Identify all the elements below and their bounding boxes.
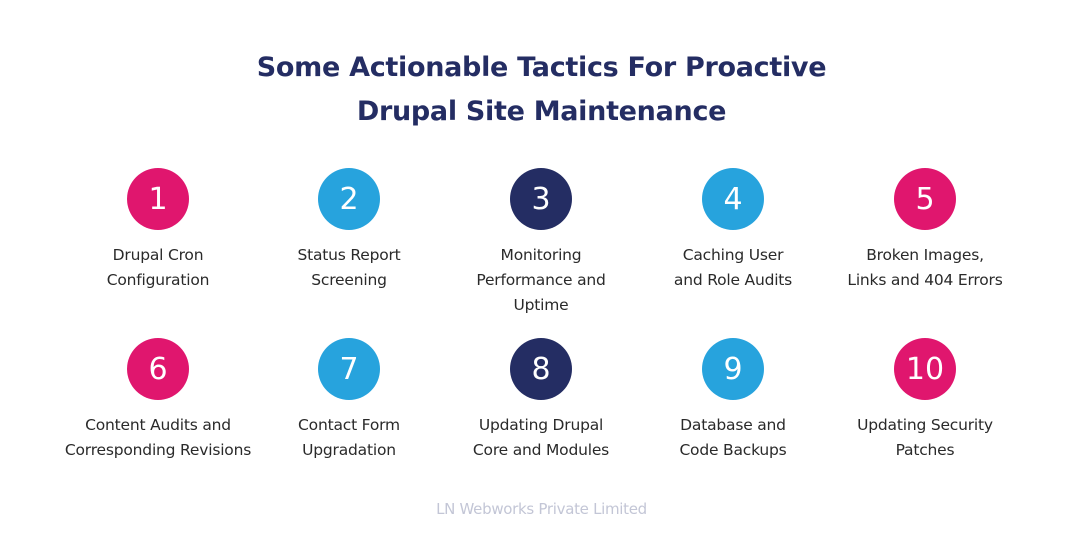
label-line: Contact Form	[298, 416, 400, 434]
number-badge: 3	[510, 168, 572, 230]
number-badge: 6	[127, 338, 189, 400]
label-line: Corresponding Revisions	[64, 441, 252, 459]
label-line: Updating Security	[857, 416, 993, 434]
tactic-label: Status Report Screening	[239, 243, 459, 293]
number-badge: 8	[510, 338, 572, 400]
tactic-number: 5	[915, 181, 935, 217]
label-line: Code Backups	[679, 441, 787, 459]
tactic-item-3: 3 Monitoring Performance and Uptime	[431, 168, 651, 318]
number-badge: 2	[318, 168, 380, 230]
label-line: Patches	[895, 441, 955, 459]
label-line: Links and 404 Errors	[847, 271, 1003, 289]
tactic-label: Updating Drupal Core and Modules	[431, 413, 651, 463]
tactic-label: Database and Code Backups	[623, 413, 843, 463]
tactic-item-1: 1 Drupal Cron Configuration	[48, 168, 268, 293]
tactic-label: Caching User and Role Audits	[623, 243, 843, 293]
number-badge: 1	[127, 168, 189, 230]
tactic-label: Content Audits and Corresponding Revisio…	[48, 413, 268, 463]
label-line: Drupal Cron	[112, 246, 204, 264]
tactic-number: 3	[531, 181, 551, 217]
label-line: Upgradation	[302, 441, 396, 459]
label-line: Configuration	[106, 271, 210, 289]
tactic-number: 9	[723, 351, 743, 387]
tactic-item-8: 8 Updating Drupal Core and Modules	[431, 338, 651, 463]
label-line: and Role Audits	[673, 271, 793, 289]
label-line: Core and Modules	[472, 441, 610, 459]
tactic-number: 2	[339, 181, 359, 217]
title-line-2: Drupal Site Maintenance	[356, 96, 727, 127]
label-line: Monitoring	[500, 246, 582, 264]
tactic-item-9: 9 Database and Code Backups	[623, 338, 843, 463]
number-badge: 9	[702, 338, 764, 400]
tactic-label: Contact Form Upgradation	[239, 413, 459, 463]
label-line: Screening	[311, 271, 387, 289]
tactic-number: 6	[148, 351, 168, 387]
tactic-number: 8	[531, 351, 551, 387]
tactic-label: Broken Images, Links and 404 Errors	[815, 243, 1035, 293]
tactic-label: Updating Security Patches	[815, 413, 1035, 463]
label-line: Updating Drupal	[478, 416, 604, 434]
label-line: Status Report	[297, 246, 401, 264]
number-badge: 10	[894, 338, 956, 400]
number-badge: 5	[894, 168, 956, 230]
tactic-number: 1	[148, 181, 168, 217]
tactic-item-4: 4 Caching User and Role Audits	[623, 168, 843, 293]
tactic-number: 7	[339, 351, 359, 387]
tactic-number: 10	[905, 351, 945, 387]
title-line-1: Some Actionable Tactics For Proactive	[256, 52, 827, 83]
page-title: Some Actionable Tactics For Proactive Dr…	[0, 46, 1083, 134]
tactic-label: Monitoring Performance and Uptime	[431, 243, 651, 318]
tactic-item-2: 2 Status Report Screening	[239, 168, 459, 293]
label-line: Database and	[680, 416, 786, 434]
label-line: Uptime	[513, 296, 569, 314]
label-line: Performance and	[476, 271, 606, 289]
tactic-item-5: 5 Broken Images, Links and 404 Errors	[815, 168, 1035, 293]
tactic-item-10: 10 Updating Security Patches	[815, 338, 1035, 463]
label-line: Caching User	[682, 246, 784, 264]
tactic-item-7: 7 Contact Form Upgradation	[239, 338, 459, 463]
footer-watermark: LN Webworks Private Limited	[436, 500, 647, 518]
label-line: Broken Images,	[866, 246, 984, 264]
number-badge: 7	[318, 338, 380, 400]
tactic-label: Drupal Cron Configuration	[48, 243, 268, 293]
tactic-item-6: 6 Content Audits and Corresponding Revis…	[48, 338, 268, 463]
number-badge: 4	[702, 168, 764, 230]
label-line: Content Audits and	[85, 416, 231, 434]
tactic-number: 4	[723, 181, 743, 217]
